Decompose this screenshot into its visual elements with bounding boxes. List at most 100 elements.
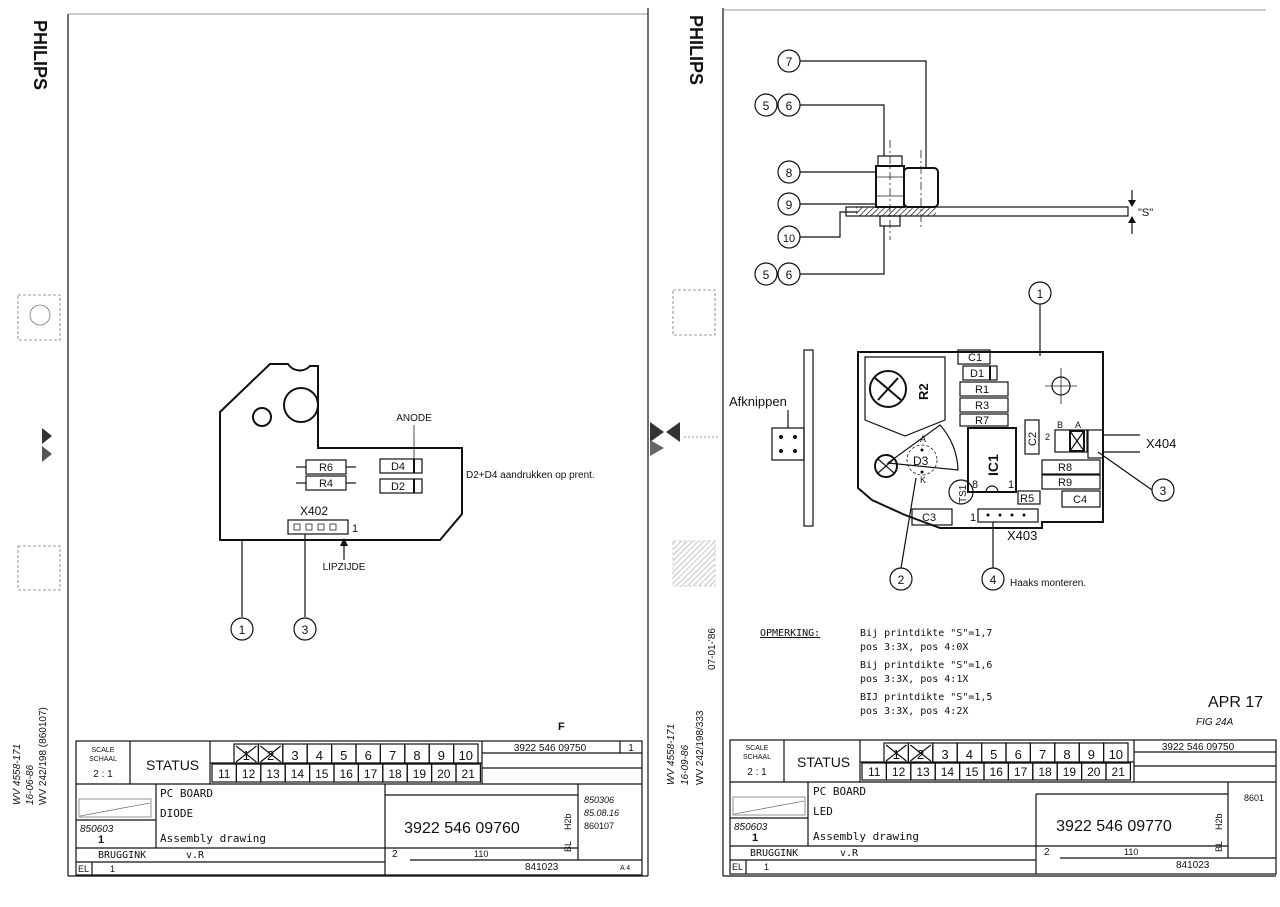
resistor-r6: R6 (296, 459, 356, 475)
status-number-top: 3 (291, 748, 298, 763)
el-no-left: 1 (110, 864, 115, 874)
philips-logo: PHILIPS (30, 20, 50, 90)
callout-r-6a: 6 (786, 99, 793, 113)
status-number-top: 1 (243, 748, 250, 763)
status-label-right: STATUS (797, 754, 850, 770)
apr-stamp: APR 17 (1208, 694, 1263, 711)
callout-r-2: 2 (898, 573, 905, 587)
callout-r-4: 4 (990, 573, 997, 587)
status-number-bottom: 20 (437, 767, 451, 781)
pcb-outline-left (219, 363, 463, 541)
svg-text:SCHAAL: SCHAAL (89, 756, 117, 763)
svg-text:C1: C1 (968, 352, 982, 364)
el-no-right: 1 (764, 862, 769, 872)
status-number-bottom: 16 (340, 767, 354, 781)
status-number-top: 10 (1109, 747, 1123, 762)
svg-text:R7: R7 (975, 415, 989, 427)
status-number-bottom: 13 (266, 767, 280, 781)
svg-text:R9: R9 (1058, 477, 1072, 489)
svg-text:C4: C4 (1073, 494, 1087, 506)
line3-right: Assembly drawing (813, 830, 919, 843)
svg-text:pos 3:3X, pos 4:1X: pos 3:3X, pos 4:1X (860, 674, 968, 685)
author-left: BRUGGINK (98, 850, 146, 861)
approval-left: 850603 (80, 824, 114, 835)
sheet-count-left: 1 (628, 743, 634, 754)
status-number-top: 9 (1088, 747, 1095, 762)
svg-text:2: 2 (1045, 432, 1050, 442)
svg-text:OPMERKING:: OPMERKING: (760, 628, 820, 639)
bl-right: BL (1214, 841, 1224, 852)
status-number-bottom: 12 (892, 765, 906, 779)
approval-right: 850603 (734, 822, 768, 833)
checker-right: v.R (840, 848, 859, 859)
date1-right: 8601 (1244, 793, 1264, 803)
side-stamp-r1: WV 242/198/333 (695, 710, 706, 785)
svg-text:R5: R5 (1020, 493, 1034, 505)
status-label-left: STATUS (146, 757, 199, 773)
opmerking-note: OPMERKING: Bij printdikte "S"=1,7 pos 3:… (760, 628, 992, 717)
svg-text:C2: C2 (1027, 432, 1039, 446)
connector-x402-label: X402 (300, 504, 328, 518)
date3-left: 860107 (584, 821, 614, 831)
date-bottom-right: 841023 (1176, 860, 1210, 871)
status-cell-bottom (455, 763, 481, 783)
page-no-right: 1 (752, 832, 758, 844)
left-sheet: PHILIPS WV 242/198 (860107) WV 4558-171 … (12, 8, 649, 877)
status-number-bottom: 19 (1063, 765, 1077, 779)
callout-r-3: 3 (1160, 484, 1167, 498)
svg-text:A: A (1075, 420, 1081, 430)
status-number-bottom: 16 (990, 765, 1004, 779)
code-top-left: 3922 546 09750 (514, 743, 587, 754)
registration-mark-4 (672, 540, 716, 587)
status-number-bottom: 21 (1112, 765, 1126, 779)
side-stamp-a: WV 242/198 (860107) (38, 707, 49, 805)
drawing-no-right: 3922 546 09770 (1056, 818, 1172, 835)
connector-x404: X404 (1146, 436, 1176, 451)
line1-left: PC BOARD (160, 787, 213, 800)
status-number-bottom: 20 (1087, 765, 1101, 779)
date1-left: 850306 (584, 795, 614, 805)
connector-x403: X403 (1007, 528, 1037, 543)
drawing-no-left: 3922 546 09760 (404, 820, 520, 837)
afknippen-detail: Afknippen (729, 349, 814, 527)
connector-pin-1: 1 (352, 523, 358, 535)
philips-logo-right: PHILIPS (686, 15, 706, 85)
status-number-bottom: 21 (462, 767, 476, 781)
svg-text:A: A (920, 434, 926, 444)
status-number-bottom: 11 (868, 765, 881, 779)
status-number-top: 5 (990, 747, 997, 762)
status-number-top: 5 (340, 748, 347, 763)
side-stamp-r2: 07-01-'86 (707, 628, 718, 670)
svg-text:R6: R6 (319, 462, 333, 474)
svg-text:K: K (920, 475, 926, 485)
callout-r-9: 9 (786, 198, 793, 212)
status-number-top: 8 (1063, 747, 1070, 762)
svg-text:Bij printdikte "S"=1,6: Bij printdikte "S"=1,6 (860, 660, 992, 671)
callout-r-5b: 5 (763, 268, 770, 282)
line3-left: Assembly drawing (160, 832, 266, 845)
svg-text:B: B (1057, 420, 1063, 430)
date-bottom-left: 841023 (525, 862, 559, 873)
side-stamp-c: 16-06-86 (25, 765, 36, 805)
mounting-hole (252, 407, 272, 427)
svg-text:pos 3:3X, pos 4:2X: pos 3:3X, pos 4:2X (860, 706, 968, 717)
status-number-top: 9 (438, 748, 445, 763)
triangle-mark (42, 428, 52, 462)
svg-text:pos 3:3X, pos 4:0X: pos 3:3X, pos 4:0X (860, 642, 968, 653)
page-no-left: 1 (98, 834, 104, 846)
svg-text:8: 8 (972, 479, 978, 491)
status-number-top: 2 (917, 747, 924, 762)
h2b-left: H2b (563, 813, 573, 830)
bowtie-mark (650, 422, 720, 456)
status-number-bottom: 11 (218, 767, 231, 781)
scale-value-left: 2 : 1 (93, 769, 113, 780)
status-number-bottom: 18 (388, 767, 402, 781)
callout-left-1: 1 (239, 623, 246, 637)
svg-text:D1: D1 (970, 368, 984, 380)
svg-text:D2: D2 (391, 481, 405, 493)
status-number-bottom: 13 (916, 765, 930, 779)
right-sheet: PHILIPS WV 242/198/333 07-01-'86 WV 4558… (650, 8, 1277, 877)
svg-text:R3: R3 (975, 400, 989, 412)
